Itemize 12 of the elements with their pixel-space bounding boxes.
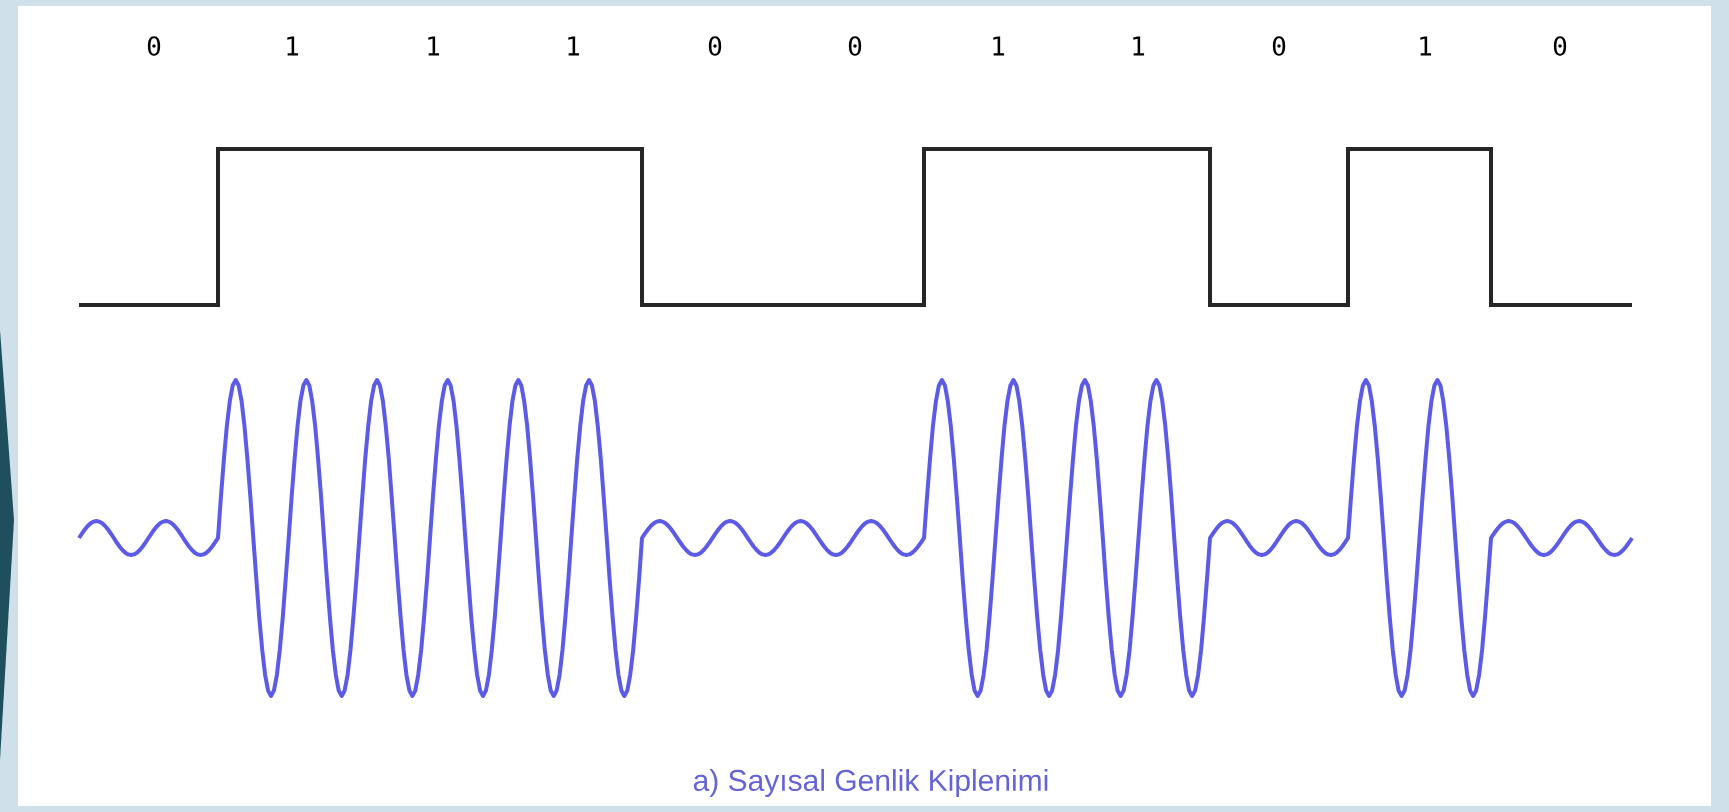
bit-label: 1 [287,36,299,56]
bit-label: 1 [428,36,440,56]
bit-label: 1 [568,36,580,56]
bit-label: 1 [993,36,1005,56]
bit-label: 0 [1272,36,1286,56]
bit-label: 1 [1420,36,1432,56]
caption: a) Sayısal Genlik Kiplenimi [693,769,1048,797]
bit-label: 1 [1133,36,1145,56]
bit-label: 0 [147,36,161,56]
bit-label: 0 [708,36,722,56]
bit-label: 0 [1553,36,1567,56]
bit-label: 0 [848,36,862,56]
